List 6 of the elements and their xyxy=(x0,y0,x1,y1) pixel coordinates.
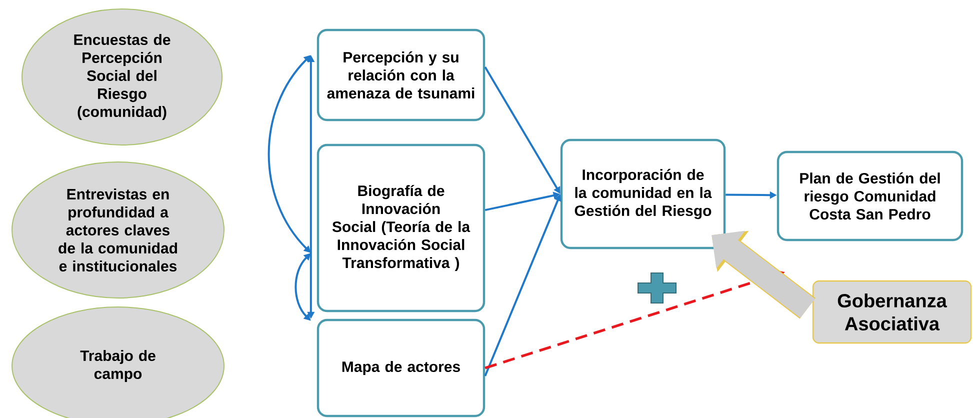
process-box: Mapa de actores xyxy=(316,318,486,418)
process-box: Percepción y su relación con la amenaza de tsunami xyxy=(316,28,486,122)
process-box: Plan de Gestión del riesgo Comunidad Costa San Pedro xyxy=(776,150,964,242)
governance-box: Gobernanza Asociativa xyxy=(812,280,972,344)
process-box: Incorporación de la comunidad en la Gestión del Riesgo xyxy=(560,138,726,250)
process-box: Biografía de Innovación Social (Teoría de la Innovación Social Transformativa ) xyxy=(316,144,486,312)
